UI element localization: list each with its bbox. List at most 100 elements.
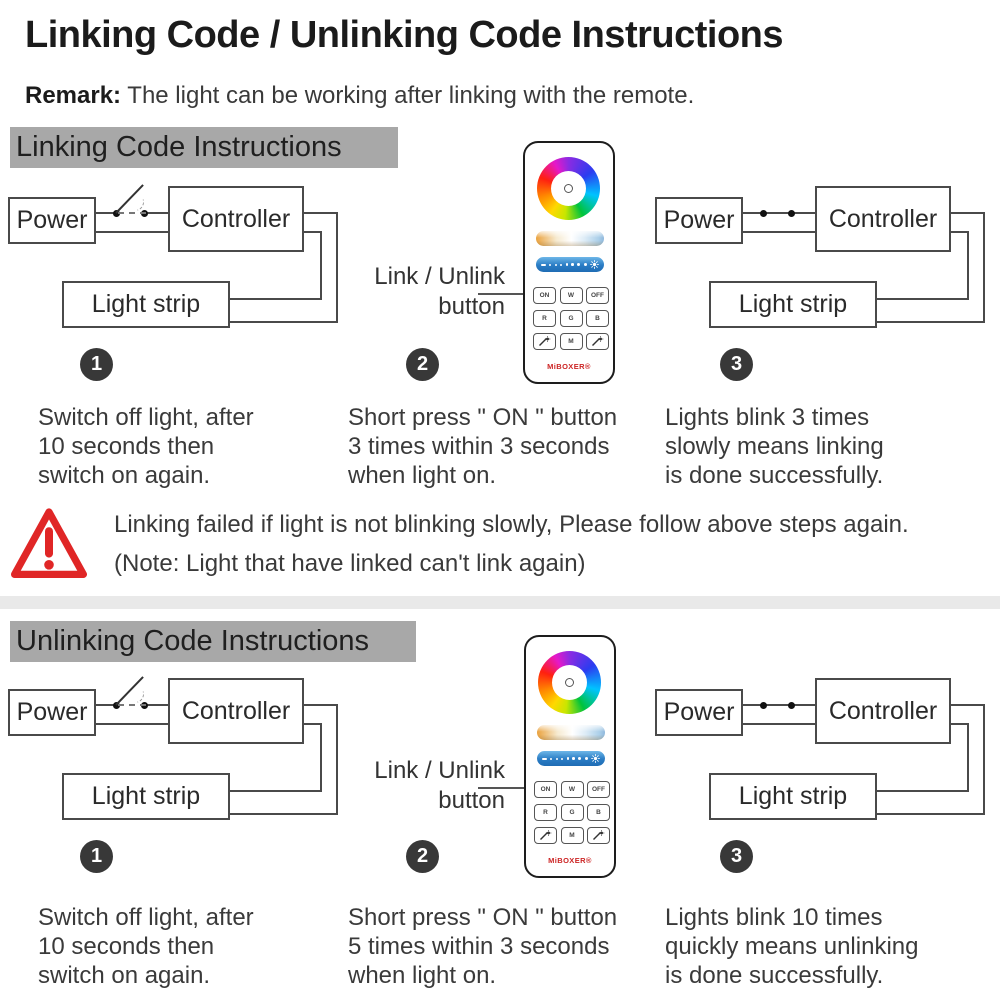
remote-button-speed-down xyxy=(587,827,610,844)
circuit-box-controller: Controller xyxy=(168,186,304,252)
speed-up-icon xyxy=(540,830,552,840)
circuit-box-power: Power xyxy=(8,197,96,244)
wire xyxy=(877,298,969,300)
wire xyxy=(96,704,117,706)
brightness-bar xyxy=(537,751,605,766)
minus-icon xyxy=(542,757,547,760)
remote-button-speed-up xyxy=(534,827,557,844)
remote-button-on: ON xyxy=(534,781,557,798)
wire xyxy=(877,321,985,323)
wire xyxy=(147,704,168,706)
speed-down-icon xyxy=(593,830,605,840)
remark-line: Remark: The light can be working after l… xyxy=(25,82,694,110)
remote-button-row: M xyxy=(534,827,610,844)
color-wheel-ring xyxy=(564,184,573,193)
speed-down-icon xyxy=(592,336,604,346)
wire xyxy=(320,723,322,792)
color-wheel-center xyxy=(552,665,587,700)
step-number-badge: 2 xyxy=(406,840,439,873)
remark-label: Remark: xyxy=(25,82,122,109)
remote-button-m: M xyxy=(559,333,583,350)
circuit-box-power: Power xyxy=(655,689,743,736)
wire xyxy=(336,704,338,815)
brightness-dot xyxy=(561,757,564,760)
remote-button-b: B xyxy=(587,804,610,821)
switch-contact-dot xyxy=(760,701,767,709)
step-text: Lights blink 10 times quickly means unli… xyxy=(665,904,919,989)
wire xyxy=(983,212,985,323)
circuit-box-controller: Controller xyxy=(168,678,304,744)
remote-logo: MiBOXER® xyxy=(547,362,591,371)
wire xyxy=(951,212,985,214)
brightness-dot xyxy=(549,263,552,266)
step-number-badge: 3 xyxy=(720,348,753,381)
brightness-dot xyxy=(584,757,588,760)
brightness-dot xyxy=(577,263,581,266)
brightness-dot xyxy=(572,757,575,760)
warning-text-line1: Linking failed if light is not blinking … xyxy=(114,511,909,538)
wire xyxy=(96,212,117,214)
brightness-dot xyxy=(578,757,582,760)
color-wheel-ring xyxy=(565,678,574,687)
circuit-box-light-strip: Light strip xyxy=(62,281,230,328)
brightness-bar xyxy=(536,257,604,272)
wire xyxy=(951,704,985,706)
wire xyxy=(743,212,815,214)
wire xyxy=(96,231,168,233)
brightness-dot xyxy=(554,263,557,266)
remote-button-off: OFF xyxy=(586,287,609,304)
color-wheel xyxy=(538,651,601,714)
sun-icon xyxy=(590,260,599,269)
circuit-box-light-strip: Light strip xyxy=(62,773,230,820)
color-wheel-center xyxy=(551,171,586,206)
remote-button-r: R xyxy=(534,804,557,821)
brightness-dot xyxy=(565,263,568,266)
brightness-dot xyxy=(566,757,569,760)
switch-contact-dot xyxy=(788,209,795,217)
wire xyxy=(230,813,338,815)
wire xyxy=(230,321,338,323)
wire xyxy=(304,723,322,725)
speed-up-icon xyxy=(539,336,551,346)
wire xyxy=(96,723,168,725)
switch-contact-dot xyxy=(760,209,767,217)
brightness-dot xyxy=(555,757,558,760)
section-heading-unlinking: Unlinking Code Instructions xyxy=(10,621,416,662)
wire xyxy=(304,704,338,706)
brightness-dot xyxy=(583,263,587,266)
pointer-line xyxy=(478,787,535,789)
switch-contact-dot xyxy=(788,701,795,709)
wire xyxy=(743,723,815,725)
circuit-box-power: Power xyxy=(655,197,743,244)
remote-button-m: M xyxy=(560,827,584,844)
wire xyxy=(951,723,969,725)
wire xyxy=(320,231,322,300)
remote-button-speed-down xyxy=(586,333,609,350)
wire xyxy=(336,212,338,323)
wire xyxy=(304,212,338,214)
remote-button-on: ON xyxy=(533,287,556,304)
step-text: Short press " ON " button 5 times within… xyxy=(348,904,618,989)
wire xyxy=(230,298,322,300)
remote-button-row: M xyxy=(533,333,609,350)
wire xyxy=(230,790,322,792)
switch-dashed-wire xyxy=(118,704,146,706)
step-text: Lights blink 3 times slowly means linkin… xyxy=(665,404,884,489)
switch-dashed-wire xyxy=(118,212,146,214)
step-text: Short press " ON " button 3 times within… xyxy=(348,404,618,489)
remote-logo: MiBOXER® xyxy=(548,856,592,865)
step-number-badge: 3 xyxy=(720,840,753,873)
wire xyxy=(877,790,969,792)
color-wheel xyxy=(537,157,600,220)
remote-button-r: R xyxy=(533,310,556,327)
section-divider xyxy=(0,596,1000,609)
wire xyxy=(304,231,322,233)
